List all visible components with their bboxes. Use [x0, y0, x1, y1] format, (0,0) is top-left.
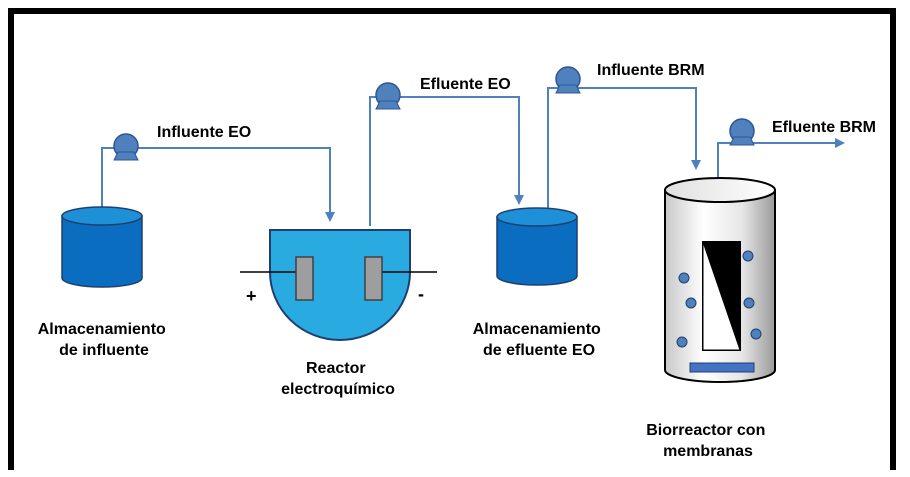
- label-reactor: Reactor electroquímico: [281, 360, 395, 398]
- label-influent-storage: Almacenamiento de influente: [38, 321, 171, 359]
- label-negative-terminal: -: [418, 284, 424, 304]
- pipe-influente-eo: [101, 147, 335, 222]
- label-line: de influente: [59, 342, 149, 359]
- label-influente-eo: Influente EO: [157, 124, 251, 141]
- bubble: [742, 250, 754, 262]
- label-effluent-storage: Almacenamiento de efluente EO: [473, 321, 606, 359]
- bubble: [678, 272, 690, 284]
- pump-icon: [729, 118, 755, 146]
- label-line: Biorreactor con: [646, 422, 765, 439]
- bubble: [685, 297, 697, 309]
- pipe-influente-brm: [547, 87, 701, 214]
- anode-electrode: [295, 256, 314, 301]
- label-efluente-brm: Efluente BRM: [772, 119, 876, 136]
- label-efluente-eo: Efluente EO: [420, 76, 511, 93]
- effluent-storage-tank: [496, 207, 578, 286]
- membrane-module: [702, 241, 741, 351]
- bubble: [750, 328, 762, 340]
- bubble: [743, 297, 755, 309]
- label-line: de efluente EO: [483, 342, 595, 359]
- label-line: membranas: [663, 443, 753, 460]
- label-line: Almacenamiento: [38, 321, 166, 338]
- label-influente-brm: Influente BRM: [597, 62, 705, 79]
- air-diffuser: [689, 362, 755, 373]
- bubble: [676, 336, 688, 348]
- cathode-electrode: [364, 256, 383, 301]
- pump-icon: [555, 66, 581, 94]
- label-line: Reactor: [306, 360, 366, 377]
- diagram-frame: [8, 8, 896, 470]
- pump-icon: [375, 82, 401, 110]
- label-line: Almacenamiento: [473, 321, 601, 338]
- label-mbr: Biorreactor con membranas: [646, 422, 770, 460]
- pump-icon: [113, 133, 139, 161]
- influent-storage-tank: [61, 206, 143, 288]
- air-bubbles: [676, 250, 762, 348]
- label-line: electroquímico: [281, 381, 395, 398]
- label-positive-terminal: +: [246, 286, 257, 306]
- pipe-efluente-eo: [369, 96, 524, 226]
- electrochemical-reactor: [240, 229, 437, 341]
- membrane-bioreactor: [664, 177, 776, 383]
